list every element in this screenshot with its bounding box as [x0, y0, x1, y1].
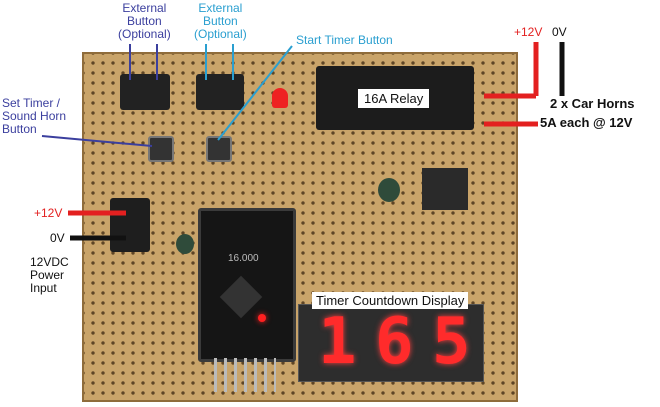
power-input-label: 12VDC Power Input: [30, 255, 69, 295]
car-horns-label-1: 2 x Car Horns: [550, 96, 635, 111]
relay-label: 16A Relay: [358, 89, 430, 108]
display-digit-2: 6: [375, 305, 414, 379]
set-timer-label: Set Timer / Sound Horn Button: [2, 96, 67, 136]
display-digit-1: 1: [318, 305, 357, 379]
power-terminal-block: [110, 198, 150, 252]
car-horns-label-2: 5A each @ 12V: [540, 115, 633, 130]
capacitor-1: [378, 178, 400, 202]
zero-v-top-label: 0V: [552, 25, 567, 39]
plus12v-left-label: +12V: [34, 206, 63, 220]
display-label: Timer Countdown Display: [312, 292, 469, 309]
start-timer-label: Start Timer Button: [296, 33, 393, 47]
ext-button-label-1: External Button (Optional): [118, 1, 171, 41]
voltage-regulator: [422, 168, 468, 210]
terminal-block-cyan: [196, 74, 244, 110]
pointer-set-timer: [41, 135, 153, 147]
plus12v-top-label: +12V: [514, 25, 543, 39]
set-timer-pushbutton: [148, 136, 174, 162]
header-pins: [214, 358, 276, 392]
capacitor-2: [176, 234, 194, 254]
ext-button-label-2: External Button (Optional): [194, 1, 247, 41]
zero-v-left-label: 0V: [50, 231, 65, 245]
pointer-start-timer: [217, 45, 293, 141]
red-led: [272, 88, 288, 108]
onboard-led: [258, 314, 266, 322]
display-digit-3: 5: [432, 305, 471, 379]
terminal-block-purple: [120, 74, 170, 110]
crystal-label: 16.000: [228, 253, 259, 264]
